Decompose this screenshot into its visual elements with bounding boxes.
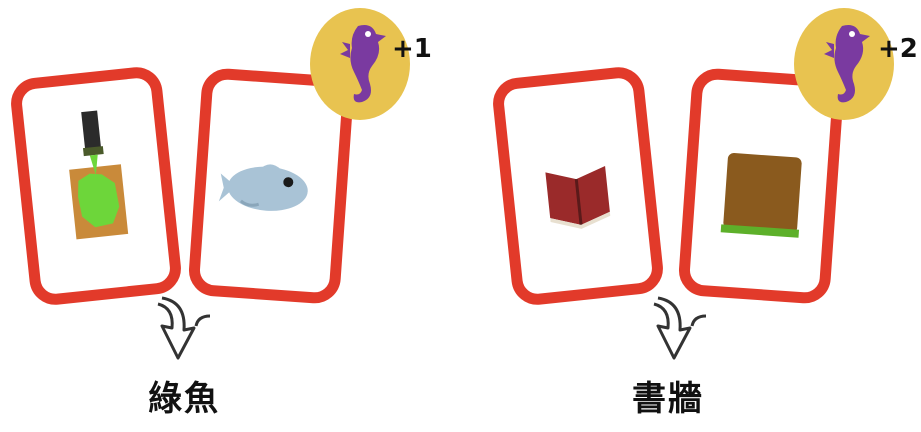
right-card[interactable] [187,66,355,306]
curved-arrow-icon [157,296,211,360]
paint-tube-icon [69,110,129,240]
seahorse-icon [824,25,870,103]
compound-word: 綠魚 [148,379,220,419]
compound-word-group-2: +2 書牆 [460,0,920,432]
left-card[interactable] [490,64,666,308]
bonus-label: +2 [878,34,918,64]
compound-word-group-1: +1 綠魚 [0,0,460,432]
book-icon [545,166,611,229]
bonus-badge [310,8,410,120]
curved-arrow-icon [653,296,707,360]
right-card[interactable] [677,66,845,306]
bonus-badge [794,8,894,120]
left-card[interactable] [8,64,184,308]
fish-icon [218,164,308,211]
bonus-label: +1 [392,34,432,64]
wall-icon [720,153,802,238]
seahorse-icon [340,25,386,103]
compound-word: 書牆 [632,379,704,419]
